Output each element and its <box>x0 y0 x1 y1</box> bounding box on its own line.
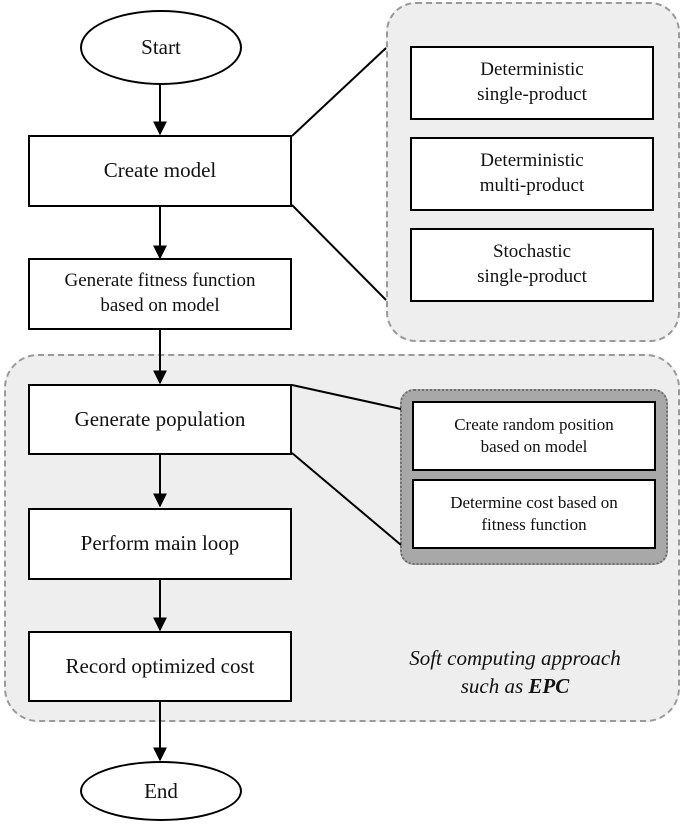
model-type-box: Deterministic single-product <box>410 46 654 120</box>
main-loop-box: Perform main loop <box>28 508 292 580</box>
model-type-box: Stochastic single-product <box>410 228 654 302</box>
fitness-function-box: Generate fitness function based on model <box>28 258 292 330</box>
note-line-2: such as EPC <box>360 672 670 700</box>
model-type-box: Deterministic multi-product <box>410 137 654 211</box>
soft-computing-note: Soft computing approach such as EPC <box>360 644 670 701</box>
end-node: End <box>80 761 242 821</box>
fitness-line-1: Generate fitness function <box>64 270 256 292</box>
model-type-line-1: Deterministic <box>480 150 584 172</box>
population-step-line-2: fitness function <box>481 515 587 534</box>
main-loop-label: Perform main loop <box>80 531 240 556</box>
model-type-line-2: single-product <box>477 266 587 287</box>
model-type-line-1: Deterministic <box>480 59 584 81</box>
start-node: Start <box>80 10 242 85</box>
callout-population-top <box>291 384 402 410</box>
population-step-box: Create random position based on model <box>412 401 656 471</box>
population-step-box: Determine cost based on fitness function <box>412 479 656 549</box>
create-model-label: Create model <box>103 158 217 183</box>
fitness-line-2: based on model <box>100 295 220 316</box>
callout-model-top <box>291 47 387 137</box>
model-type-line-2: multi-product <box>479 175 585 196</box>
generate-population-label: Generate population <box>74 406 246 431</box>
callout-model-bottom <box>291 204 387 301</box>
population-step-line-1: Determine cost based on <box>450 492 618 512</box>
record-cost-box: Record optimized cost <box>28 631 292 702</box>
population-step-line-2: based on model <box>480 437 588 456</box>
start-label: Start <box>141 35 181 59</box>
callout-population-bottom <box>291 452 402 546</box>
end-label: End <box>144 778 178 803</box>
create-model-box: Create model <box>28 135 292 207</box>
note-emphasis: EPC <box>528 674 570 699</box>
model-type-line-2: single-product <box>477 84 587 105</box>
generate-population-box: Generate population <box>28 384 292 455</box>
population-step-line-1: Create random position <box>454 414 614 434</box>
record-cost-label: Record optimized cost <box>65 653 255 678</box>
note-line-1: Soft computing approach <box>409 646 621 670</box>
note-prefix: such as <box>460 674 529 699</box>
model-type-line-1: Stochastic <box>492 241 572 263</box>
